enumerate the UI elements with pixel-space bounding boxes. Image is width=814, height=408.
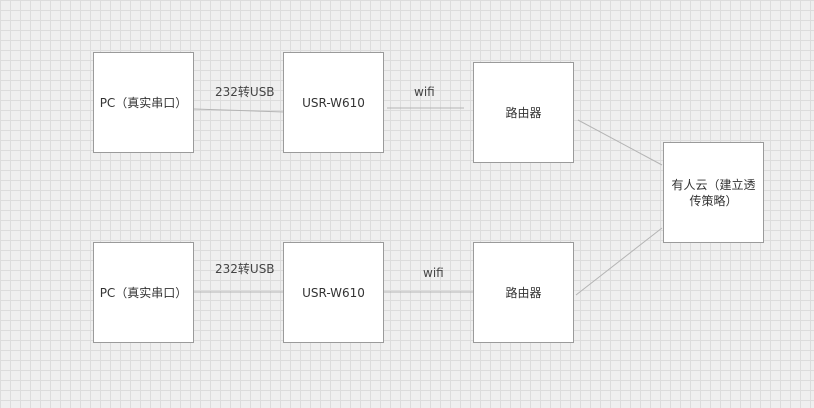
edge-top-router-cloud [577,119,663,166]
node-bottom-pc[interactable]: PC（真实串口） [93,242,194,343]
node-top-router[interactable]: 路由器 [473,62,574,163]
node-bottom-router-label: 路由器 [505,285,542,300]
edge-top-pc-usr [193,108,285,113]
node-bottom-usr-w610[interactable]: USR-W610 [283,242,384,343]
node-top-usr-w610[interactable]: USR-W610 [283,52,384,153]
edge-label-bottom-wifi: wifi [423,266,444,280]
node-top-pc-label: PC（真实串口） [99,95,188,110]
node-bottom-usr-w610-label: USR-W610 [302,285,365,300]
node-cloud-label: 有人云（建立透传策略） [671,177,756,208]
node-cloud[interactable]: 有人云（建立透传策略） [663,142,764,243]
edge-label-top-232-usb: 232转USB [215,85,275,99]
edge-label-bottom-232-usb: 232转USB [215,262,275,276]
node-bottom-pc-label: PC（真实串口） [99,285,188,300]
node-top-usr-w610-label: USR-W610 [302,95,365,110]
edge-bottom-router-cloud [575,227,663,296]
node-top-pc[interactable]: PC（真实串口） [93,52,194,153]
node-top-router-label: 路由器 [505,105,542,120]
node-bottom-router[interactable]: 路由器 [473,242,574,343]
edge-label-top-wifi: wifi [414,85,435,99]
